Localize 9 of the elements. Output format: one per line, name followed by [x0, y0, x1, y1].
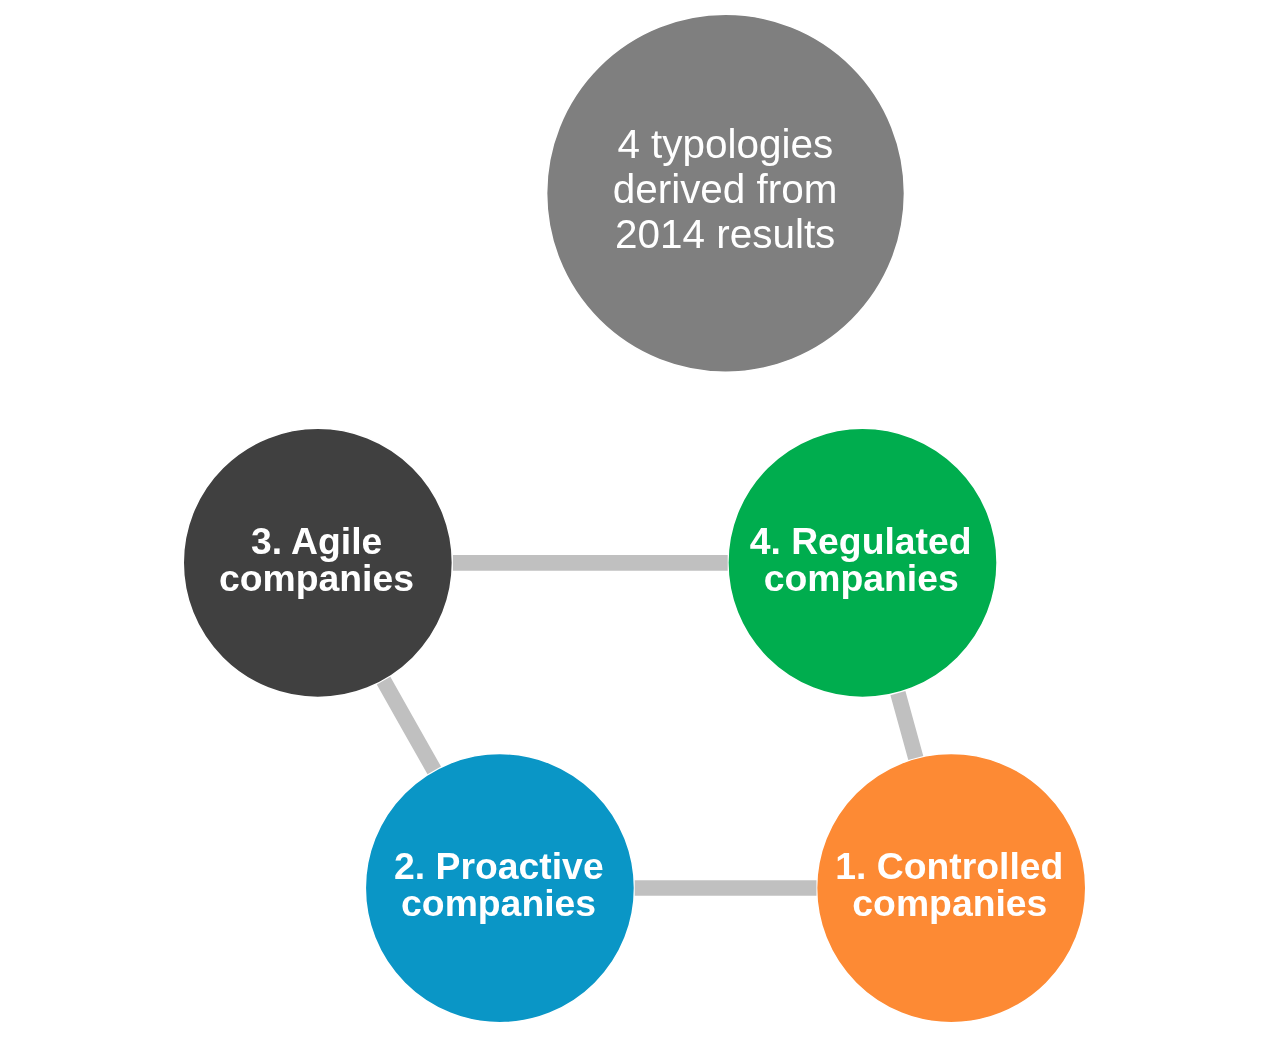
connector: [634, 880, 817, 896]
node-circle: 1. Controlled companies: [815, 752, 1087, 1024]
connector: [376, 676, 442, 775]
connector: [452, 555, 728, 571]
node-circle: 3. Agile companies: [182, 427, 454, 699]
connector: [890, 691, 924, 761]
node-circle: 2. Proactive companies: [364, 752, 636, 1024]
node-circle: 4. Regulated companies: [727, 427, 998, 699]
node-circle: 4 typologies derived from 2014 results: [545, 13, 906, 373]
